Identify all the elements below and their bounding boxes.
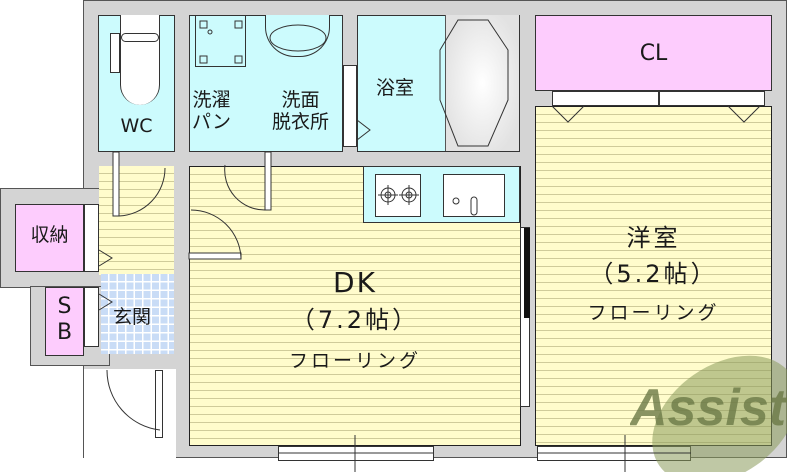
- toilet-tank-icon: [110, 33, 120, 73]
- room-dk-flooring: フローリング: [288, 350, 421, 372]
- room-closet: CL: [535, 15, 772, 91]
- bathroom-door: [343, 65, 357, 147]
- svg-text:Assist: Assist: [630, 379, 787, 437]
- room-storage: 収納: [15, 204, 84, 272]
- room-shoe-box: S B: [45, 287, 84, 356]
- bathtub-icon: [445, 15, 519, 151]
- assist-logo-watermark: Assist: [628, 330, 787, 476]
- closet-door-left[interactable]: [552, 91, 659, 106]
- room-bathroom-label: 浴室: [376, 77, 415, 99]
- room-closet-label: CL: [639, 41, 668, 66]
- dk-window: [278, 446, 434, 461]
- sliding-partition[interactable]: [520, 227, 530, 407]
- washing-pan-icon: [195, 15, 246, 67]
- room-dk-name: DK: [333, 266, 377, 299]
- room-western-flooring: フローリング: [587, 302, 720, 324]
- hallway: [99, 166, 174, 275]
- room-wc-label: WC: [120, 115, 153, 137]
- storage-door[interactable]: [84, 204, 99, 272]
- room-dk-size: （7.2帖）: [290, 306, 420, 334]
- room-entrance-label: 玄関: [113, 306, 152, 328]
- room-shoe-box-label: S B: [56, 294, 73, 346]
- partition-dark-panel: [524, 228, 530, 318]
- washroom-label: 洗面 脱衣所: [272, 89, 330, 133]
- toilet-icon: [120, 15, 160, 105]
- room-entrance: 玄関: [101, 274, 174, 354]
- laundry-pan-label: 洗濯 パン: [192, 89, 231, 133]
- toilet-seat-icon: [121, 33, 159, 42]
- closet-door-right[interactable]: [659, 91, 765, 106]
- front-door[interactable]: [155, 370, 163, 438]
- room-western-name: 洋室: [626, 224, 681, 252]
- shoe-box-door[interactable]: [84, 287, 99, 347]
- room-western-size: （5.2帖）: [589, 260, 718, 288]
- stove-icon: [375, 174, 421, 217]
- room-storage-label: 収納: [30, 224, 69, 246]
- sink-icon: [443, 174, 505, 217]
